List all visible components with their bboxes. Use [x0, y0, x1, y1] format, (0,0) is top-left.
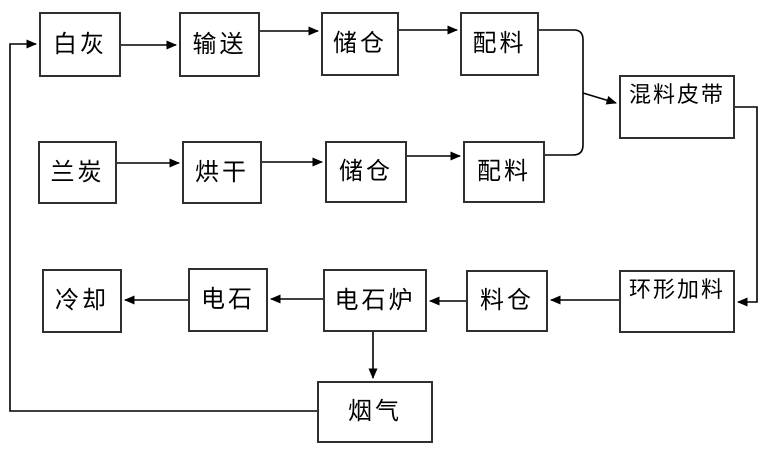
- edge-mixing-belt-to-ring-feeder: [735, 106, 758, 307]
- node-flue-gas: 烟气: [317, 381, 433, 443]
- node-batching-2: 配料: [463, 141, 545, 203]
- node-storage-bin-1: 储仓: [321, 12, 399, 76]
- node-carbide-furnace: 电石炉: [323, 269, 427, 332]
- node-drying: 烘干: [182, 141, 262, 204]
- node-cooling: 冷却: [42, 269, 122, 333]
- node-material-bin: 料仓: [466, 270, 548, 332]
- edge-rail-to-mixing-belt: [582, 92, 617, 105]
- node-semi-coke: 兰炭: [38, 141, 117, 204]
- node-conveying: 输送: [179, 12, 260, 77]
- node-ring-feeder: 环形加料: [619, 270, 735, 333]
- node-mixing-belt: 混料皮带: [619, 75, 735, 139]
- node-white-lime: 白灰: [39, 12, 121, 77]
- node-batching-1: 配料: [460, 12, 539, 76]
- node-storage-bin-2: 储仓: [325, 141, 407, 203]
- edge-batching-merge-rail: [539, 29, 584, 156]
- node-carbide: 电石: [188, 268, 268, 332]
- edge-flue-gas-to-white-lime: [9, 39, 317, 412]
